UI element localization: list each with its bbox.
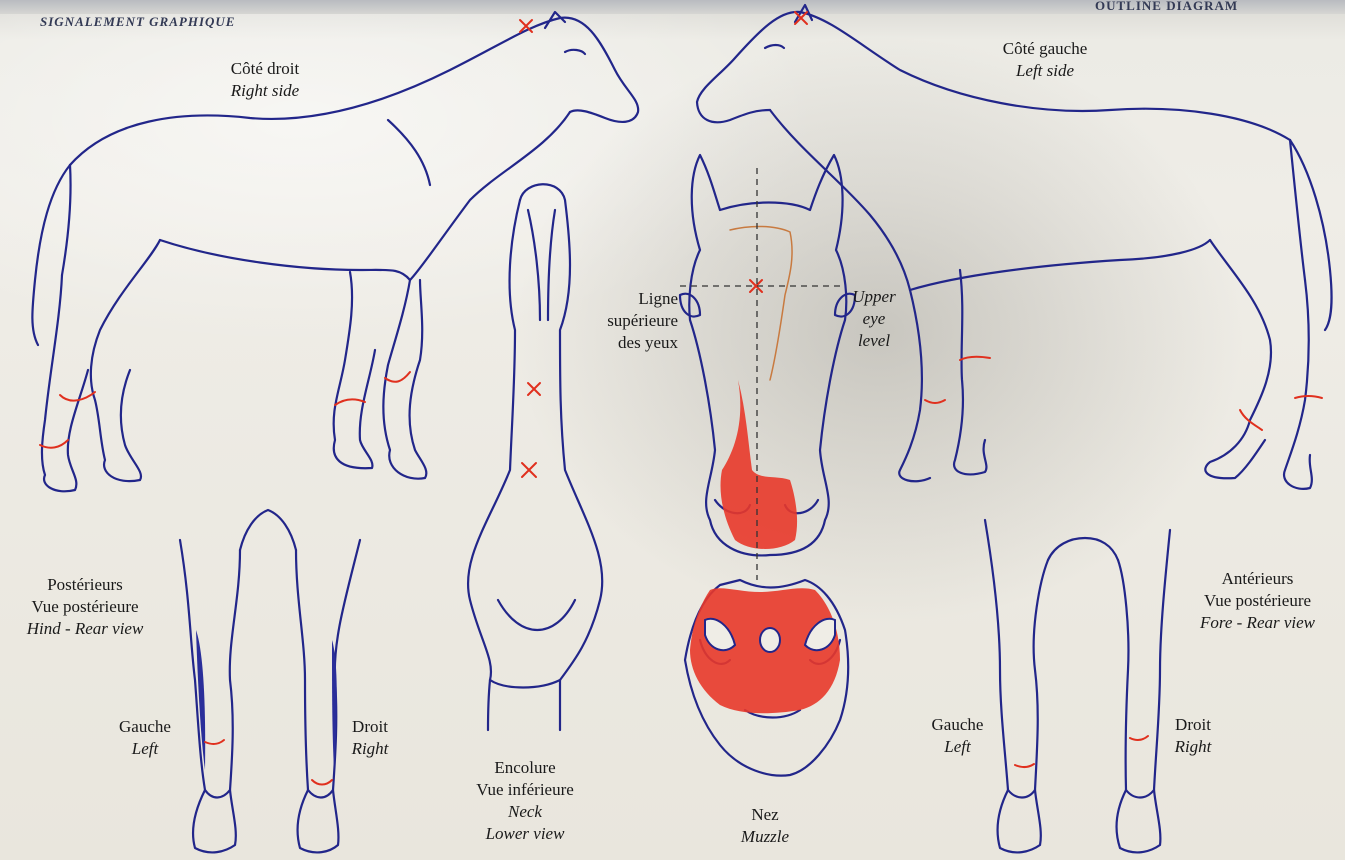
blaze-outline <box>730 226 792 380</box>
label-hind-fr1: Postérieurs <box>0 574 170 596</box>
snip-marking <box>721 380 798 549</box>
markings-lines <box>40 12 1322 785</box>
horse-right-side-outline <box>32 12 638 491</box>
label-eye-level-en3: level <box>838 330 910 352</box>
left-fore-mark-2 <box>925 400 945 403</box>
hind-legs-shading <box>196 630 337 770</box>
label-eye-level-en1: Upper <box>838 286 910 308</box>
label-muzzle: Nez Muzzle <box>720 804 810 848</box>
label-muzzle-fr: Nez <box>720 804 810 826</box>
label-right-side-en: Right side <box>195 80 335 102</box>
label-hind-left-fr: Gauche <box>105 716 185 738</box>
label-eye-level-fr3: des yeux <box>560 332 678 354</box>
neck-whorl-1 <box>528 383 540 395</box>
label-hind-right-en: Right <box>335 738 405 760</box>
label-hind-right-fr: Droit <box>335 716 405 738</box>
label-neck-en2: Lower view <box>440 823 610 845</box>
label-hind-left-en: Left <box>105 738 185 760</box>
label-muzzle-en: Muzzle <box>720 826 810 848</box>
label-hind-fr2: Vue postérieure <box>0 596 170 618</box>
hind-mark-2 <box>40 440 68 448</box>
label-eye-level-fr2: supérieure <box>560 310 678 332</box>
label-eye-level-fr: Ligne supérieure des yeux <box>560 288 678 354</box>
hind-rear-mark-left <box>205 740 224 744</box>
label-neck: Encolure Vue inférieure Neck Lower view <box>440 757 610 845</box>
label-neck-fr2: Vue inférieure <box>440 779 610 801</box>
label-fore-en: Fore - Rear view <box>1170 612 1345 634</box>
label-fore-left-en: Left <box>915 736 1000 758</box>
fore-mark-1 <box>335 399 365 405</box>
label-eye-level-en: Upper eye level <box>838 286 910 352</box>
neck-lower-view-outline <box>468 184 602 730</box>
label-fore: Antérieurs Vue postérieure Fore - Rear v… <box>1170 568 1345 634</box>
hind-rear-mark-right <box>312 780 332 785</box>
label-neck-en1: Neck <box>440 801 610 823</box>
label-hind-en: Hind - Rear view <box>0 618 170 640</box>
fore-legs-rear-outline <box>985 520 1170 852</box>
left-hind-mark-2 <box>1295 396 1322 398</box>
neck-whorl-2 <box>522 463 536 477</box>
label-fore-right: Droit Right <box>1158 714 1228 758</box>
hind-mark-1 <box>60 392 95 401</box>
label-fore-left-fr: Gauche <box>915 714 1000 736</box>
label-left-side: Côté gauche Left side <box>975 38 1115 82</box>
label-fore-fr1: Antérieurs <box>1170 568 1345 590</box>
fore-rear-mark-left <box>1015 764 1034 767</box>
label-right-side: Côté droit Right side <box>195 58 335 102</box>
label-right-side-fr: Côté droit <box>195 58 335 80</box>
fore-rear-mark-right <box>1130 736 1148 740</box>
label-eye-level-en2: eye <box>838 308 910 330</box>
label-eye-level-fr1: Ligne <box>560 288 678 310</box>
left-fore-mark <box>960 357 990 360</box>
label-left-side-en: Left side <box>975 60 1115 82</box>
label-hind: Postérieurs Vue postérieure Hind - Rear … <box>0 574 170 640</box>
label-fore-right-en: Right <box>1158 736 1228 758</box>
label-fore-left: Gauche Left <box>915 714 1000 758</box>
label-hind-left: Gauche Left <box>105 716 185 760</box>
label-fore-right-fr: Droit <box>1158 714 1228 736</box>
label-fore-fr2: Vue postérieure <box>1170 590 1345 612</box>
label-hind-right: Droit Right <box>335 716 405 760</box>
fore-mark-2 <box>385 372 410 382</box>
label-neck-fr1: Encolure <box>440 757 610 779</box>
label-left-side-fr: Côté gauche <box>975 38 1115 60</box>
